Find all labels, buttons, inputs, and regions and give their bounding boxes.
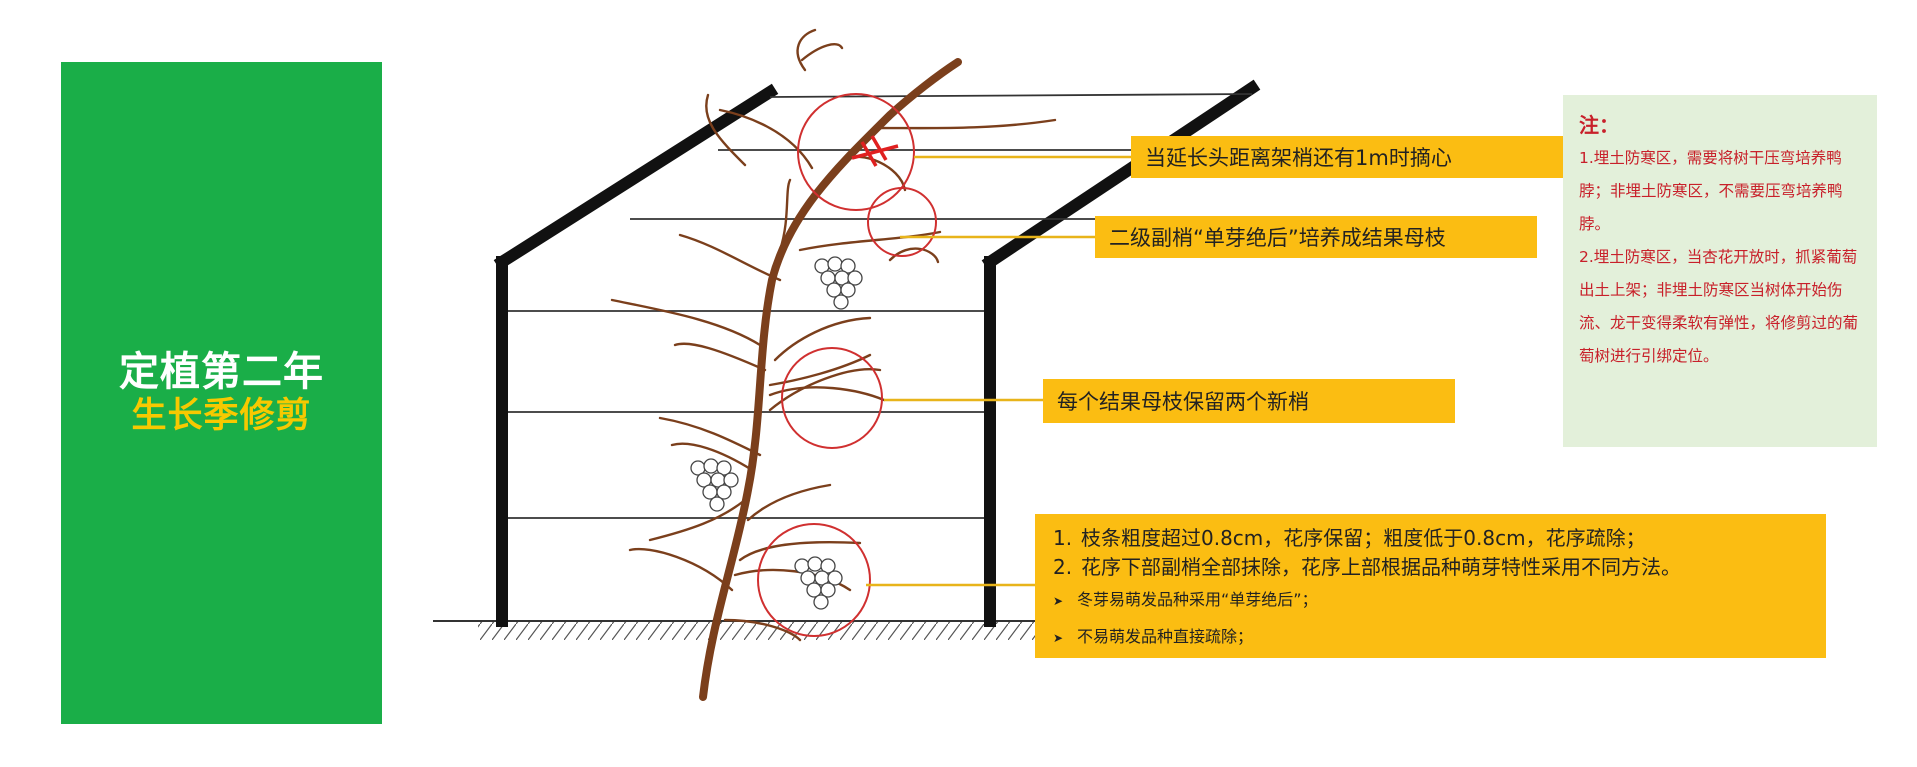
title-subtitle: 生长季修剪 [131,396,312,436]
callout-inflorescence: 1. 枝条粗度超过0.8cm，花序保留；粗度低于0.8cm，花序疏除； 2. 花序下… [1035,514,1826,658]
grape-cluster-icon [690,458,739,512]
subitem-text: 不易萌发品种直接疏除； [1077,627,1254,646]
item-text: 花序下部副梢全部抹除，花序上部根据品种萌芽特性采用不同方法。 [1081,555,1681,579]
inflorescence-subitem-2: ➤ 不易萌发品种直接疏除； [1053,619,1808,656]
title-panel: 定植第二年 生长季修剪 [61,62,382,724]
item-number: 1. [1053,526,1073,550]
inflorescence-item-1: 1. 枝条粗度超过0.8cm，花序保留；粗度低于0.8cm，花序疏除； [1053,524,1808,553]
item-text: 枝条粗度超过0.8cm，花序保留；粗度低于0.8cm，花序疏除； [1081,526,1646,550]
grape-cluster-icon [794,556,843,610]
callout-pinch-tip: 当延长头距离架梢还有1m时摘心 [1131,136,1565,178]
note-title: 注： [1579,113,1619,137]
ground [433,620,1035,640]
callout-secondary-lateral: 二级副梢“单芽绝后”培养成结果母枝 [1095,216,1537,258]
arrow-bullet-icon: ➤ [1053,631,1064,645]
title-main: 定植第二年 [119,349,324,395]
arrow-bullet-icon: ➤ [1053,594,1064,608]
inflorescence-item-2: 2. 花序下部副梢全部抹除，花序上部根据品种萌芽特性采用不同方法。 [1053,553,1808,582]
subitem-text: 冬芽易萌发品种采用“单芽绝后”； [1077,590,1318,609]
item-number: 2. [1053,555,1073,579]
note-panel: 注： 1.埋土防寒区，需要将树干压弯培养鸭脖；非埋土防寒区，不需要压弯培养鸭脖。… [1563,95,1877,447]
note-paragraph-2: 2.埋土防寒区，当杏花开放时，抓紧葡萄出土上架；非埋土防寒区当树体开始伤流、龙干… [1579,248,1859,365]
note-paragraph-1: 1.埋土防寒区，需要将树干压弯培养鸭脖；非埋土防寒区，不需要压弯培养鸭脖。 [1579,149,1843,233]
highlight-circles [757,93,937,637]
pinch-mark-icon [851,135,899,167]
grape-cluster-icon [814,256,863,310]
callout-two-shoots: 每个结果母枝保留两个新梢 [1043,379,1455,423]
trellis-frame [493,79,1261,627]
inflorescence-subitem-1: ➤ 冬芽易萌发品种采用“单芽绝后”； [1053,582,1808,619]
leader-lines [866,155,1131,587]
